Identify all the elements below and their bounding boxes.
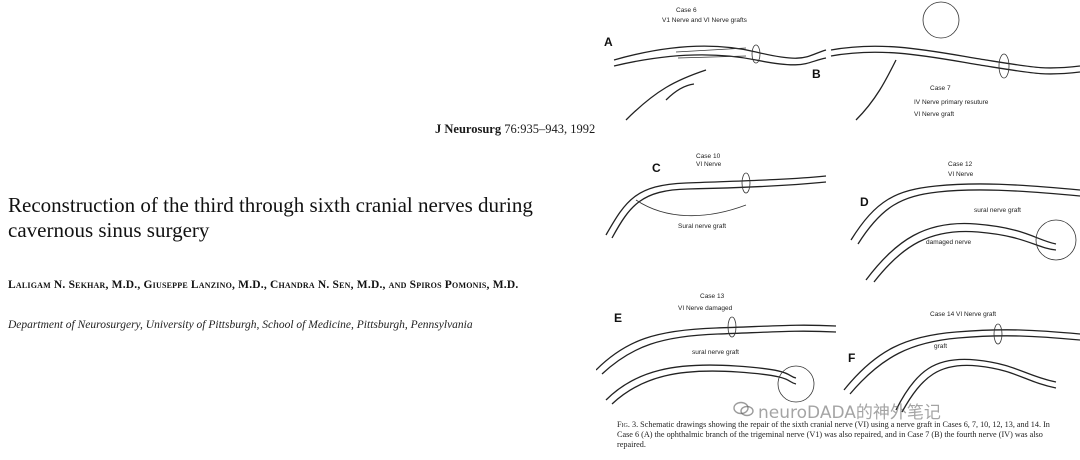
panel-e: E Case 13 VI Nerve damaged sural nerve g… <box>596 293 837 405</box>
panel-letter-d: D <box>860 195 869 209</box>
panel-b-note1: IV Nerve primary resuture <box>914 99 989 106</box>
journal-volume: 76:935–943, 1992 <box>501 122 596 136</box>
panel-b-note2: VI Nerve graft <box>914 111 954 118</box>
panel-b: B Case 7 IV Nerve primary resuture VI Ne… <box>812 1 1080 121</box>
panel-b-case: Case 7 <box>930 85 951 92</box>
panel-d-note3: damaged nerve <box>926 239 972 246</box>
figure-3: A Case 6 V1 Nerve and VI Nerve grafts B … <box>596 0 1080 460</box>
affiliation: Department of Neurosurgery, University o… <box>8 319 473 331</box>
figure-drawings: A Case 6 V1 Nerve and VI Nerve grafts B … <box>596 1 1080 413</box>
panel-letter-e: E <box>614 311 622 325</box>
panel-c-note2: Sural nerve graft <box>678 223 726 230</box>
journal-citation: J Neurosurg 76:935–943, 1992 <box>435 122 595 137</box>
panel-c-case: Case 10 <box>696 153 721 160</box>
author-list: Laligam N. Sekhar, M.D., Giuseppe Lanzin… <box>8 279 519 291</box>
panel-a-note: V1 Nerve and VI Nerve grafts <box>662 17 748 24</box>
panel-a: A Case 6 V1 Nerve and VI Nerve grafts <box>604 7 827 121</box>
panel-f-case: Case 14 VI Nerve graft <box>930 311 996 318</box>
panel-d: D Case 12 VI Nerve sural nerve graft dam… <box>850 161 1080 283</box>
wechat-icon <box>733 401 754 417</box>
panel-f: F Case 14 VI Nerve graft graft <box>843 311 1080 413</box>
watermark-text: neuroDADA的神外笔记 <box>758 403 941 423</box>
caption-text: Schematic drawings showing the repair of… <box>617 420 1050 449</box>
panel-letter-b: B <box>812 67 821 81</box>
panel-letter-c: C <box>652 161 661 175</box>
figure-caption: Fig. 3. Schematic drawings showing the r… <box>617 420 1067 450</box>
panel-e-note2: sural nerve graft <box>692 349 739 356</box>
journal-name: J Neurosurg <box>435 122 502 136</box>
panel-c: C Case 10 VI Nerve Sural nerve graft <box>605 153 827 239</box>
panel-e-case: Case 13 <box>700 293 725 300</box>
caption-label: Fig. 3. <box>617 420 639 429</box>
panel-a-case: Case 6 <box>676 7 697 14</box>
panel-f-note1: graft <box>934 343 947 350</box>
panel-d-note2: sural nerve graft <box>974 207 1021 214</box>
panel-d-case: Case 12 <box>948 161 973 168</box>
panel-letter-a: A <box>604 35 613 49</box>
panel-e-note1: VI Nerve damaged <box>678 305 733 312</box>
panel-letter-f: F <box>848 351 855 365</box>
panel-d-note1: VI Nerve <box>948 171 974 178</box>
panel-c-note1: VI Nerve <box>696 161 722 168</box>
paper-title: Reconstruction of the third through sixt… <box>8 193 533 242</box>
